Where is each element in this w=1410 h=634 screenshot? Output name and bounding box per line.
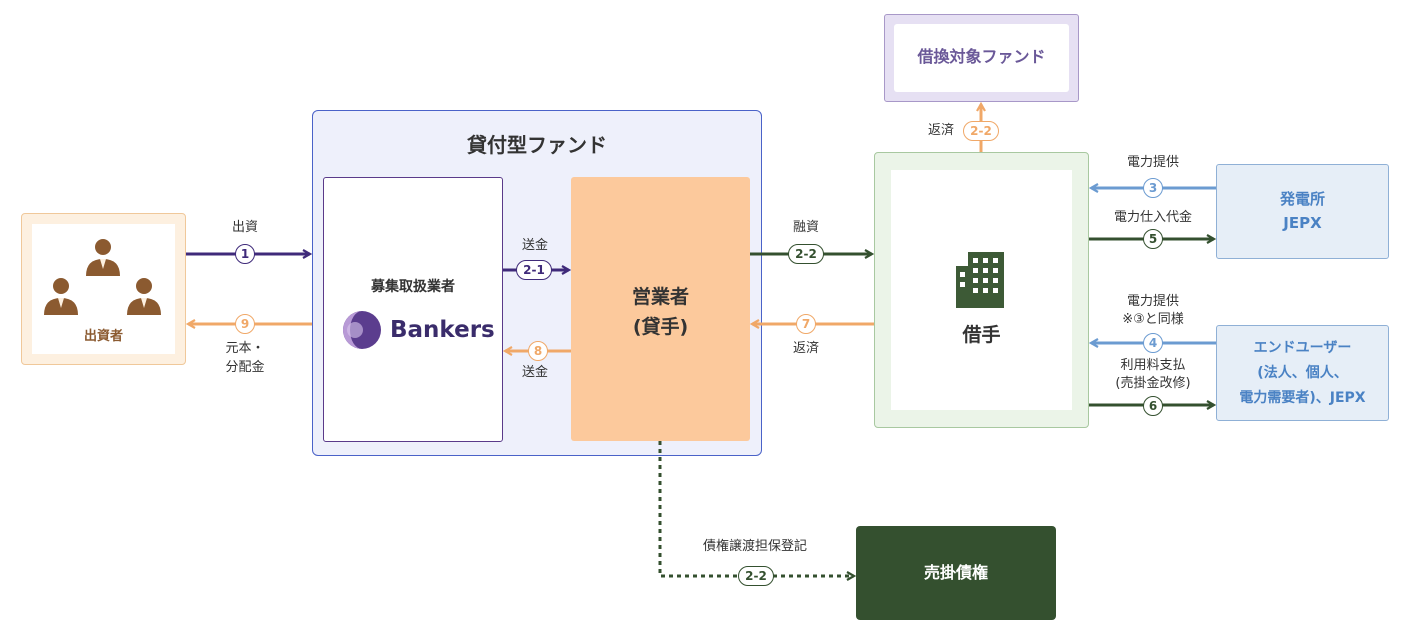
broker-brand: Bankers <box>390 317 495 343</box>
end-user-line3: 電力需要者)、JEPX <box>1239 390 1366 406</box>
flow-f9-label1: 元本・ <box>225 341 265 356</box>
target-fund-box <box>884 14 1079 102</box>
flow-f7-badge: 7 <box>796 314 816 334</box>
receivable-label: 売掛債権 <box>923 563 988 582</box>
flow-f6-badge: 6 <box>1143 396 1163 416</box>
flow-f4-label2: ※③と同様 <box>1122 312 1184 327</box>
flow-f1-badge: 1 <box>235 244 255 264</box>
receivable-box <box>856 526 1056 620</box>
borrower-label: 借手 <box>962 324 1001 346</box>
broker-box <box>323 177 503 442</box>
broker-title: 募集取扱業者 <box>371 279 455 295</box>
flow-f21-label: 送金 <box>521 238 548 253</box>
flow-f22-repay-badge: 2-2 <box>963 121 999 141</box>
investor-label: 出資者 <box>83 329 123 344</box>
operator-box <box>571 177 750 441</box>
flow-f4-badge: 4 <box>1143 333 1163 353</box>
flow-f3-badge: 3 <box>1143 178 1163 198</box>
bankers-logo-icon <box>343 311 381 349</box>
flow-f9-badge: 9 <box>235 314 255 334</box>
operator-subtitle: (貸手) <box>632 316 689 338</box>
flow-f5-badge: 5 <box>1143 229 1163 249</box>
fund-title: 貸付型ファンド <box>467 133 607 157</box>
flow-f22-loan-badge: 2-2 <box>788 244 824 264</box>
end-user-line1: エンドユーザー <box>1253 340 1352 356</box>
flow-f22-assign-badge: 2-2 <box>738 566 774 586</box>
investor-people-icon <box>44 239 161 315</box>
flow-f9-label2: 分配金 <box>225 360 265 375</box>
end-user-line2: (法人、個人、 <box>1257 365 1348 381</box>
flow-f22-assign-label: 債権譲渡担保登記 <box>702 539 807 554</box>
flow-f7-label: 返済 <box>792 341 819 356</box>
flow-f8-label: 送金 <box>521 365 548 380</box>
flow-f3-label: 電力提供 <box>1126 155 1179 170</box>
power-plant-line2: JEPX <box>1283 214 1322 232</box>
power-plant-box <box>1216 164 1389 259</box>
flow-f6-label1: 利用料支払 <box>1120 358 1186 373</box>
target-fund-inner <box>894 24 1069 92</box>
end-user-box <box>1216 325 1389 421</box>
flow-f22-loan-label: 融資 <box>792 220 819 235</box>
flow-f8-badge: 8 <box>528 341 548 361</box>
flow-f4-label1: 電力提供 <box>1126 294 1179 309</box>
flow-f22-repay-label: 返済 <box>927 123 954 138</box>
building-icon <box>956 252 1004 308</box>
flow-f21-badge: 2-1 <box>516 260 552 280</box>
operator-title: 営業者 <box>631 286 689 308</box>
arrow-f22-assign <box>658 441 854 576</box>
flow-f5-label: 電力仕入代金 <box>1113 210 1192 225</box>
flow-f6-label2: (売掛金改修) <box>1115 376 1191 391</box>
target-fund-label: 借換対象ファンド <box>917 47 1046 66</box>
flow-f1-label: 出資 <box>231 220 258 235</box>
power-plant-line1: 発電所 <box>1279 190 1325 208</box>
